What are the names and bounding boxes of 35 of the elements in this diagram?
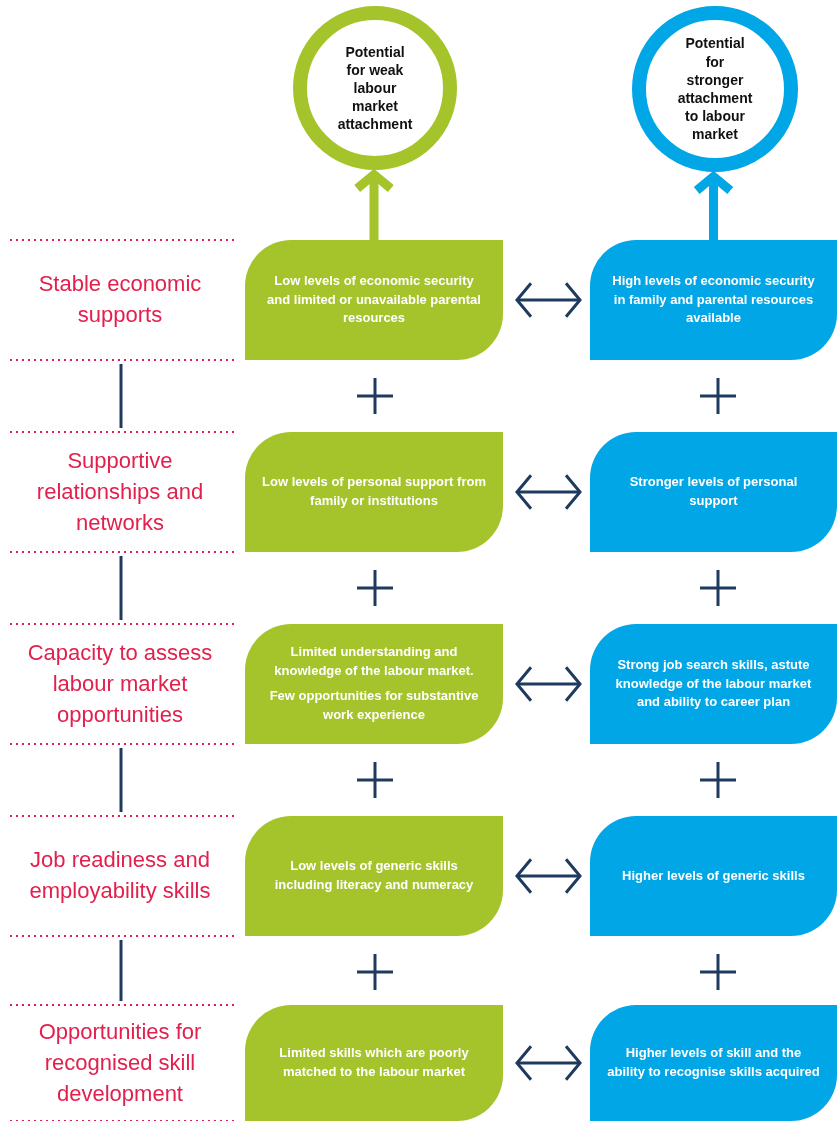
arrow (515, 857, 582, 895)
box-text: Higher levels of skill and the ability to recognise skills acquired (606, 1044, 821, 1081)
box-text: Limited understanding and knowledge of the labour market. (273, 643, 475, 681)
box-text: High levels of economic security in family and parental resources available (611, 271, 816, 328)
row-heading: Capacity to assess labour market opportunities (26, 639, 214, 729)
box-text: Higher levels of generic skills (622, 866, 805, 885)
arrow (515, 1044, 582, 1082)
row-heading: Job readiness and employability skills (28, 846, 212, 905)
factor-box (590, 240, 837, 360)
factor-box (590, 624, 837, 744)
box-text: Low levels of generic skills including literacy and numeracy (273, 857, 475, 894)
factor-box (590, 816, 837, 936)
factor-box (245, 624, 503, 744)
box-text: Limited skills which are poorly matched to the labour market (278, 1044, 470, 1081)
box-text: Low levels of personal support from family or institutions (261, 473, 487, 510)
arrow (515, 665, 582, 703)
factor-box (245, 240, 503, 360)
factor-box (245, 816, 503, 936)
box-text: Few opportunities for substantive work experience (268, 687, 480, 724)
arrow (352, 170, 396, 240)
row-heading: Supportive relationships and networks (35, 447, 205, 537)
factor-box (245, 432, 503, 552)
box-text: Stronger levels of personal support (628, 473, 799, 510)
factor-box (590, 1005, 837, 1121)
box-text: Low levels of economic security and limited or unavailable parental resources (266, 271, 482, 328)
arrow (692, 172, 735, 240)
arrow (515, 281, 582, 319)
arrow (515, 473, 582, 511)
box-text: Strong job search skills, astute knowledge of the labour market and ability to career plan (614, 655, 813, 712)
row-heading: Stable economic supports (37, 270, 203, 329)
box-text: Potential for weak labour market attachment (337, 42, 413, 134)
box-text: Potential for stronger attachment to labour market (676, 34, 754, 144)
factor-box (590, 432, 837, 552)
row-heading: Opportunities for recognised skill development (37, 1018, 203, 1108)
factor-box (245, 1005, 503, 1121)
